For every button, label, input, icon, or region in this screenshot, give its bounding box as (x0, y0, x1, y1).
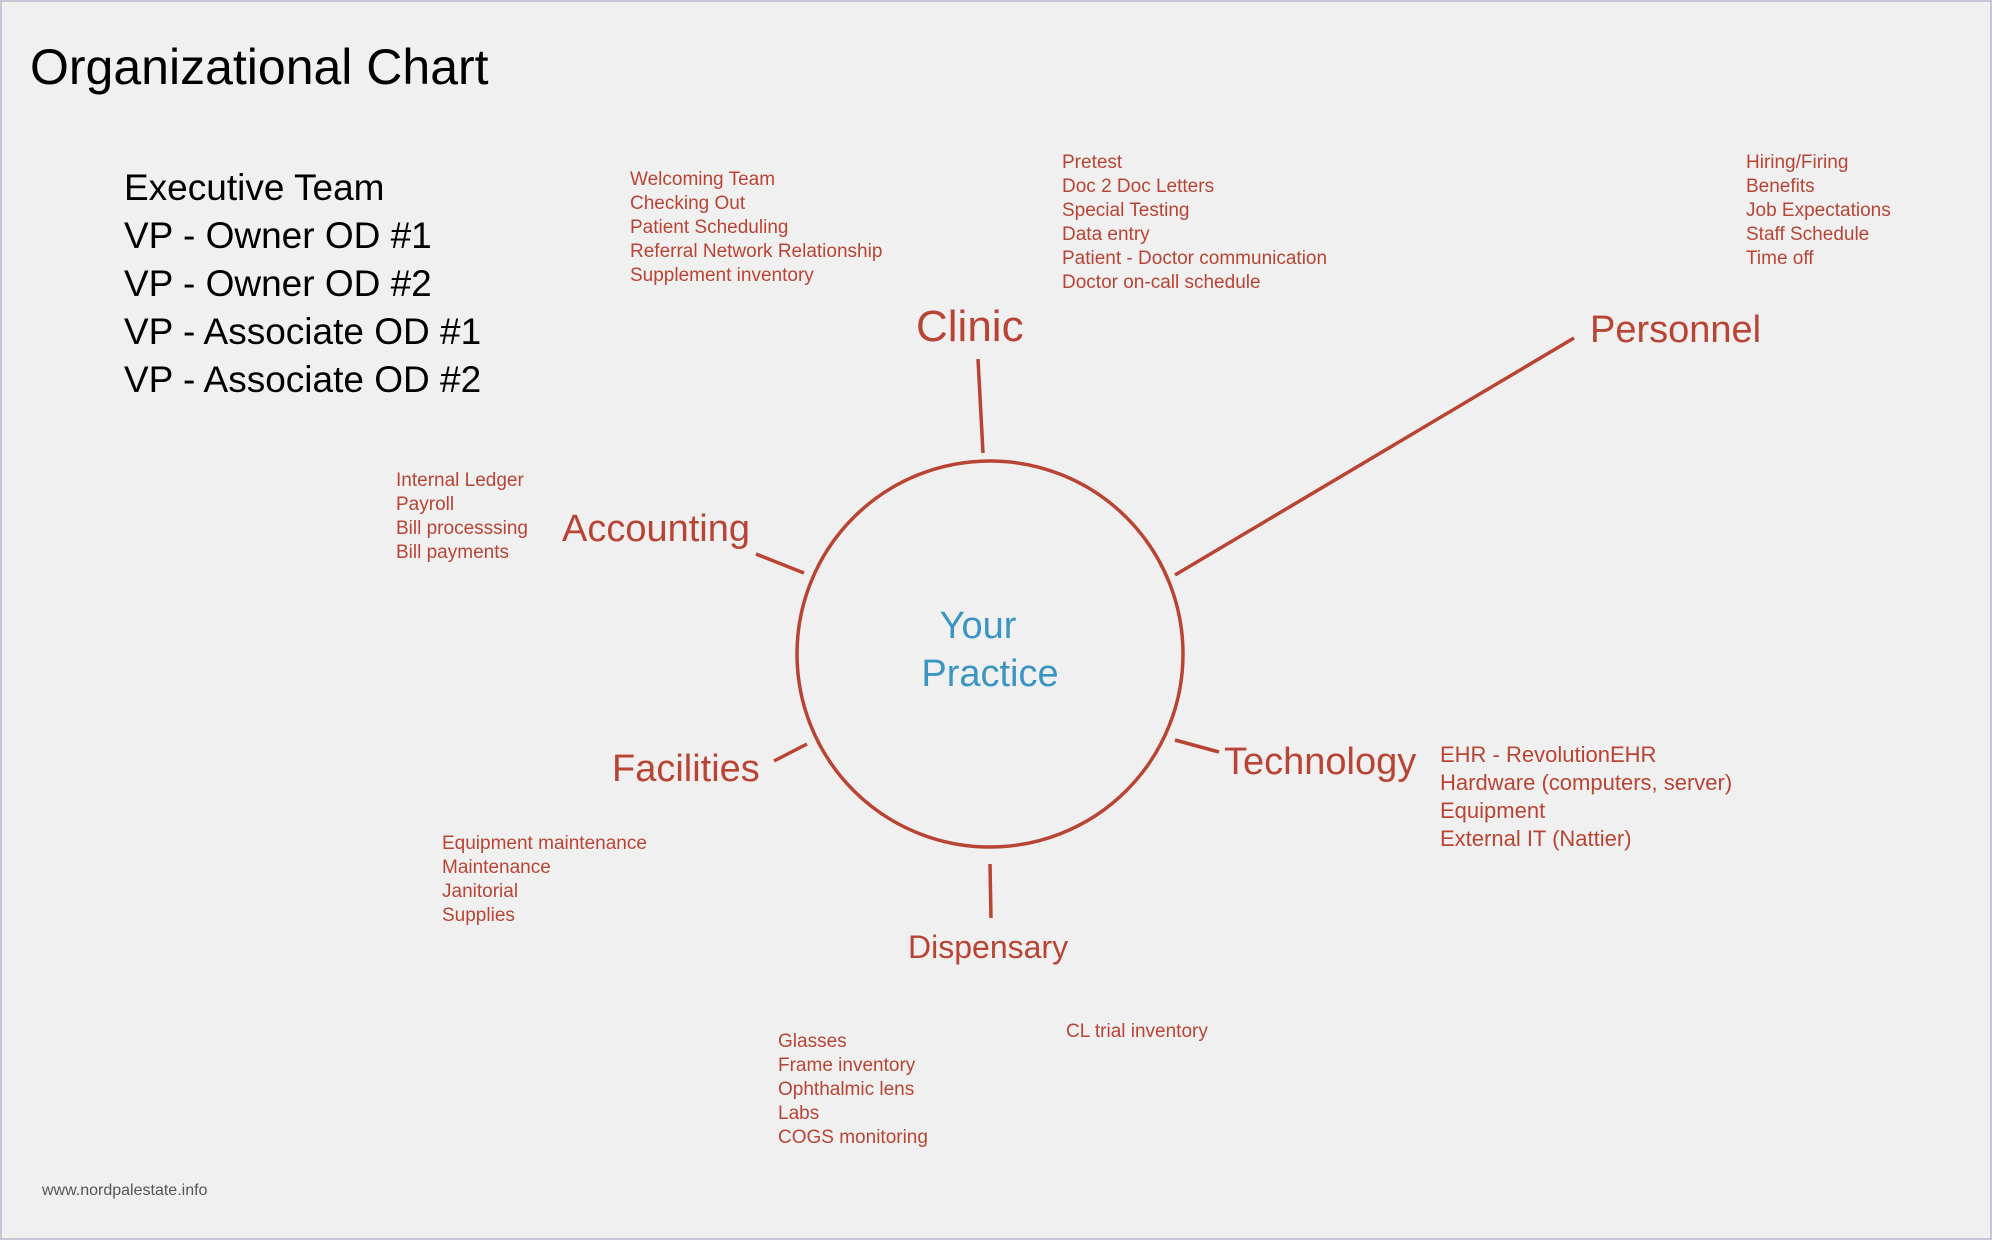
center-label-line1: Your (939, 605, 1017, 647)
executive-member: VP - Owner OD #2 (124, 263, 432, 304)
task-item: CL trial inventory (1066, 1021, 1208, 1042)
dept-technology: Technology (1224, 741, 1417, 783)
executive-member: VP - Associate OD #2 (124, 359, 482, 400)
task-item: Hiring/Firing (1746, 152, 1849, 173)
task-item: Equipment (1440, 798, 1546, 823)
task-item: EHR - RevolutionEHR (1440, 742, 1657, 767)
task-item: Equipment maintenance (442, 833, 647, 854)
dept-facilities: Facilities (612, 748, 760, 790)
center-label: Your Practice (890, 602, 1090, 698)
task-item: Patient Scheduling (630, 217, 789, 238)
dept-accounting: Accounting (562, 508, 751, 550)
dispensary-connector (988, 863, 993, 919)
accounting-connector (755, 552, 805, 575)
executive-member: VP - Owner OD #1 (124, 215, 432, 256)
task-item: Doctor on-call schedule (1062, 272, 1261, 293)
task-item: Janitorial (442, 881, 519, 902)
task-item: External IT (Nattier) (1440, 826, 1632, 851)
dispensary-task-list: Glasses Frame inventory Ophthalmic lens … (778, 1030, 928, 1150)
task-item: Doc 2 Doc Letters (1062, 176, 1215, 197)
task-item: Payroll (396, 494, 455, 515)
dept-clinic: Clinic (916, 302, 1024, 351)
clinic-task-list: Pretest Doc 2 Doc Letters Special Testin… (1062, 151, 1327, 295)
task-item: Staff Schedule (1746, 224, 1870, 245)
task-item: Bill payments (396, 542, 509, 563)
center-label-line2: Practice (921, 653, 1059, 695)
accounting-task-list: Internal Ledger Payroll Bill processsing… (396, 469, 528, 565)
task-item: Supplement inventory (630, 265, 814, 286)
dept-personnel: Personnel (1590, 309, 1762, 351)
technology-connector (1174, 738, 1220, 754)
dept-dispensary: Dispensary (908, 929, 1069, 965)
task-item: Bill processsing (396, 518, 528, 539)
executive-member: VP - Associate OD #1 (124, 311, 482, 352)
task-item: Special Testing (1062, 200, 1190, 221)
task-item: Labs (778, 1103, 820, 1124)
facilities-connector (773, 742, 808, 763)
task-item: Referral Network Relationship (630, 241, 883, 262)
executive-team-list: Executive Team VP - Owner OD #1 VP - Own… (124, 164, 481, 404)
dispensary-extra-task-list: CL trial inventory (1066, 1020, 1208, 1044)
task-item: Internal Ledger (396, 470, 524, 491)
task-item: Maintenance (442, 857, 551, 878)
task-item: Job Expectations (1746, 200, 1891, 221)
executive-team-heading: Executive Team (124, 167, 385, 208)
task-item: Checking Out (630, 193, 746, 214)
task-item: Supplies (442, 905, 515, 926)
task-item: Benefits (1746, 176, 1815, 197)
page-title: Organizational Chart (30, 39, 489, 95)
task-item: Hardware (computers, server) (1440, 770, 1733, 795)
clinic-connector (976, 358, 985, 454)
technology-task-list: EHR - RevolutionEHR Hardware (computers,… (1440, 741, 1732, 853)
task-item: Time off (1746, 248, 1814, 269)
personnel-task-list: Hiring/Firing Benefits Job Expectations … (1746, 151, 1891, 271)
facilities-task-list: Equipment maintenance Maintenance Janito… (442, 832, 647, 928)
task-item: Welcoming Team (630, 169, 776, 190)
task-item: Patient - Doctor communication (1062, 248, 1328, 269)
front-office-task-list: Welcoming Team Checking Out Patient Sche… (630, 168, 882, 288)
practice-circle (795, 459, 1185, 849)
watermark: www.nordpalestate.info (42, 1182, 208, 1199)
task-item: Ophthalmic lens (778, 1079, 915, 1100)
task-item: Glasses (778, 1031, 847, 1052)
task-item: Data entry (1062, 224, 1150, 245)
task-item: Pretest (1062, 152, 1123, 173)
task-item: COGS monitoring (778, 1127, 928, 1148)
personnel-connector (1174, 336, 1575, 577)
task-item: Frame inventory (778, 1055, 916, 1076)
